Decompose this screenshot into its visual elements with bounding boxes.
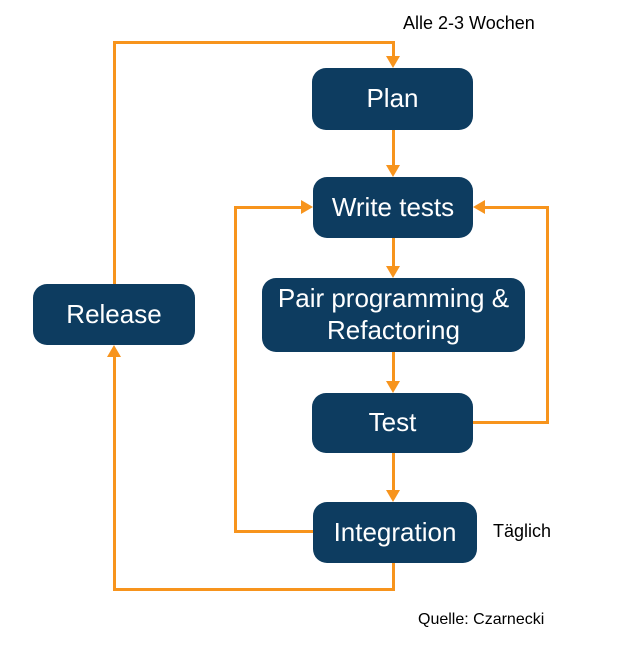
node-write-tests: Write tests xyxy=(313,177,473,238)
arrowhead-plan-writetests xyxy=(386,165,400,177)
connector-integration-writetests-vertical xyxy=(234,206,237,533)
connector-integration-release-drop xyxy=(392,563,395,591)
connector-release-plan-drop xyxy=(392,41,395,57)
connector-writetests-pair xyxy=(392,238,395,267)
connector-plan-writetests xyxy=(392,130,395,166)
arrowhead-test-integration xyxy=(386,490,400,502)
connector-test-writetests-bottom xyxy=(473,421,549,424)
arrowhead-writetests-pair xyxy=(386,266,400,278)
arrowhead-test-writetests xyxy=(473,200,485,214)
connector-pair-test xyxy=(392,352,395,382)
arrowhead-pair-test xyxy=(386,381,400,393)
cycle-note: Alle 2-3 Wochen xyxy=(403,13,535,33)
arrowhead-integration-writetests xyxy=(301,200,313,214)
node-pair-programming-refactoring: Pair programming & Refactoring xyxy=(262,278,525,352)
connector-test-writetests-top xyxy=(485,206,549,209)
daily-note: Täglich xyxy=(493,521,552,541)
connector-test-integration xyxy=(392,453,395,491)
arrowhead-integration-release xyxy=(107,345,121,357)
source-note: Quelle: Czarnecki xyxy=(418,611,545,628)
arrowhead-release-plan xyxy=(386,56,400,68)
connector-integration-writetests-top xyxy=(234,206,301,209)
node-test: Test xyxy=(312,393,473,453)
connector-test-writetests-vertical xyxy=(546,206,549,424)
connector-release-plan-vertical xyxy=(113,41,116,284)
connector-integration-release-bottom xyxy=(113,588,395,591)
connector-integration-writetests-bottom xyxy=(234,530,313,533)
node-plan: Plan xyxy=(312,68,473,130)
node-release: Release xyxy=(33,284,195,345)
connector-release-plan-top xyxy=(113,41,395,44)
node-integration: Integration xyxy=(313,502,477,563)
connector-integration-release-vertical xyxy=(113,357,116,591)
